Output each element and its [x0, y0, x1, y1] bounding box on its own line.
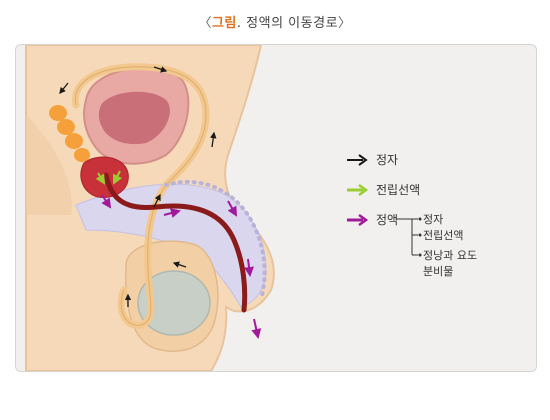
green-arrow-icon [347, 183, 368, 196]
component-sperm: 정자 [423, 213, 444, 226]
vas-deferens-outline [74, 66, 207, 326]
prostatic-fluid-arrow-2 [113, 170, 123, 185]
title-text: 정액의 이동경로 [246, 16, 339, 31]
prostatic-fluid-arrow-1 [95, 172, 106, 185]
title-open-bracket: 〈 [198, 16, 212, 31]
legend-label-prostatic-fluid: 전립선액 [376, 183, 421, 197]
title-close-bracket: 〉 [338, 16, 352, 31]
title-figure-word: 그림 [211, 16, 237, 31]
sperm-arrow-2 [153, 66, 168, 73]
shaft-dots [164, 179, 267, 297]
black-arrow-icon [347, 153, 368, 166]
anatomy-illustration [25, 45, 275, 371]
legend-sperm: 정자 [346, 151, 398, 168]
sperm-arrow-5 [172, 261, 187, 268]
sperm-arrow-4 [153, 193, 161, 208]
figure-title: 〈그림. 정액의 이동경로〉 [0, 12, 550, 31]
semen-arrow-3 [227, 200, 237, 217]
semen-bracket [396, 217, 422, 257]
pelvis-shading [26, 115, 72, 215]
legend-label-sperm: 정자 [376, 153, 399, 167]
seminal-vesicle [49, 105, 90, 162]
testis [137, 270, 211, 336]
semen-arrow-1 [101, 194, 112, 209]
component-secretion: 분비물 [423, 265, 454, 278]
purple-arrow-icon [347, 213, 368, 226]
legend-label-semen: 정액 [376, 213, 399, 227]
component-prostatic-fluid: 전립선액 [423, 229, 464, 242]
semen-arrow-4 [244, 258, 254, 277]
legend-semen: 정액 [346, 211, 398, 228]
title-separator: . [236, 16, 242, 31]
semen-arrow-5 [251, 318, 262, 339]
sperm-arrow-3 [210, 131, 217, 148]
semen-components: 정자 전립선액 정낭과 요도 분비물 [423, 212, 477, 280]
urethra [103, 172, 248, 313]
bladder-inner [98, 91, 170, 145]
legend-prostatic-fluid: 전립선액 [346, 181, 420, 198]
sperm-arrow-1 [59, 82, 69, 95]
semen-arrow-2 [163, 208, 181, 218]
diagram-frame: 정자 전립선액 정액 정자 전립선액 정낭과 요도 분비물 [15, 44, 537, 372]
component-vesicle-urethra: 정낭과 요도 [423, 249, 478, 262]
